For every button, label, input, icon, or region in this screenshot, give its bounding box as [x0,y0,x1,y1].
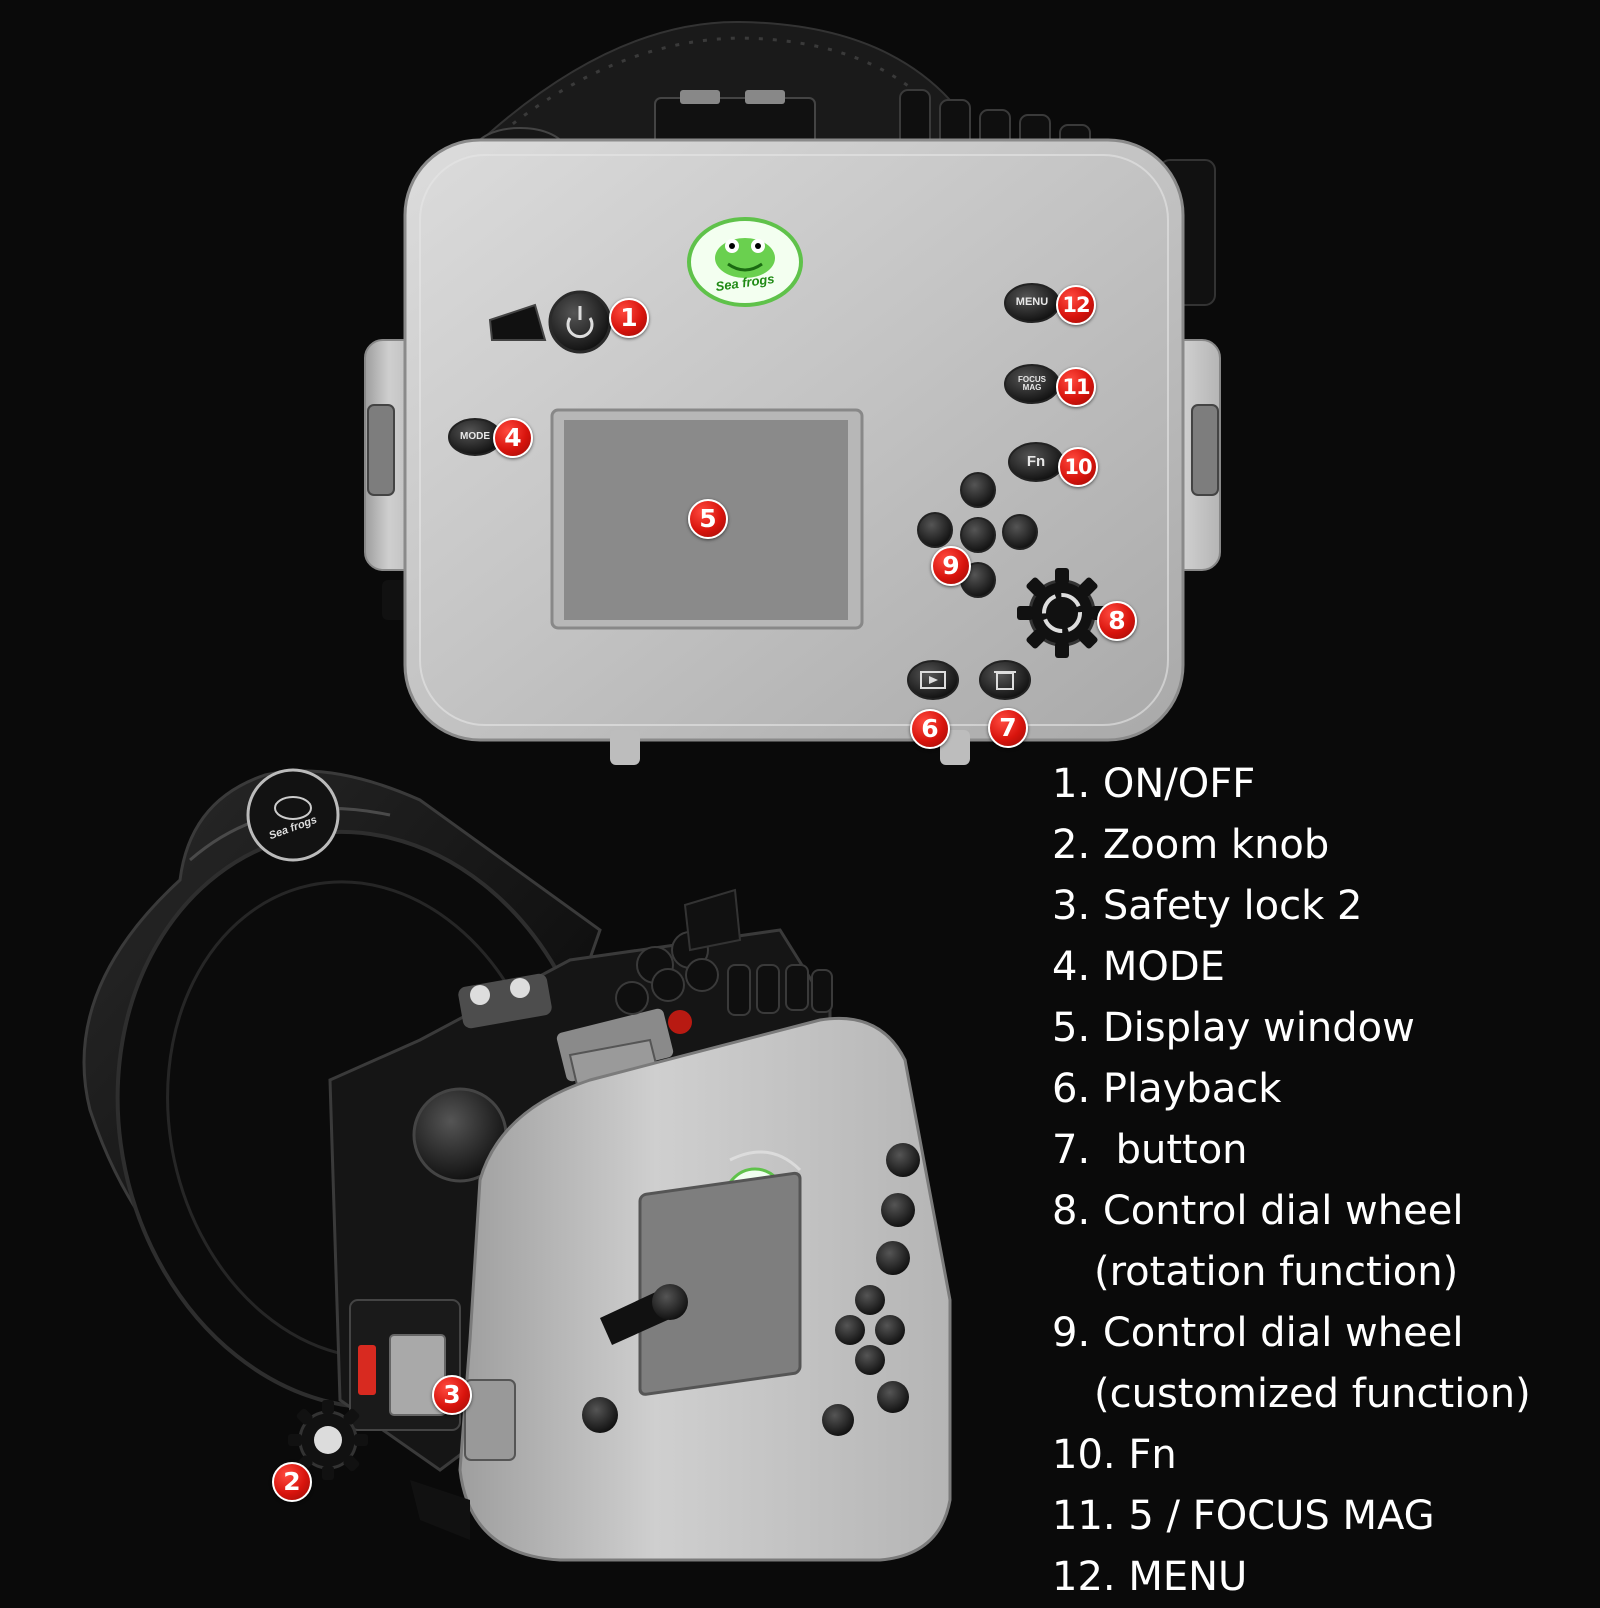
legend-item-8: 8. Control dial wheel [1052,1188,1464,1234]
legend-item-7: 7. button [1052,1127,1248,1173]
marker-3: 3 [432,1375,472,1415]
legend-item-5: 5. Display window [1052,1005,1415,1051]
housing-angled-view [82,768,952,1562]
focus-mag-button-label: FOCUS MAG [1018,375,1046,392]
marker-12: 12 [1056,285,1096,325]
legend-item-9-detail: (customized function) [1094,1371,1531,1417]
mode-button-label: MODE [460,431,490,442]
marker-8: 8 [1097,601,1137,641]
marker-10: 10 [1058,447,1098,487]
legend-item-3: 3. Safety lock 2 [1052,883,1363,929]
mode-button-angled [582,1397,618,1433]
zoom-knob-gear [288,1400,368,1480]
marker-4: 4 [493,418,533,458]
marker-1: 1 [609,298,649,338]
legend-item-10: 10. Fn [1052,1432,1177,1478]
marker-9: 9 [931,546,971,586]
display-window-angled [638,1171,802,1396]
marker-11: 11 [1056,367,1096,407]
legend-item-1: 1. ON/OFF [1052,761,1256,807]
marker-6: 6 [910,709,950,749]
control-dial-gear [1017,568,1107,658]
legend-item-2: 2. Zoom knob [1052,822,1330,868]
menu-button-label: MENU [1015,296,1049,308]
dome-logo-ring [246,768,340,862]
power-knob [548,290,612,354]
legend-item-11: 11. 5 / FOCUS MAG [1052,1493,1435,1539]
power-lever [488,303,547,341]
legend-item-12: 12. MENU [1052,1554,1248,1600]
marker-7: 7 [988,708,1028,748]
legend-item-9: 9. Control dial wheel [1052,1310,1464,1356]
legend-item-4: 4. MODE [1052,944,1225,990]
marker-5: 5 [688,499,728,539]
fn-button-label: Fn [1026,453,1046,470]
delete-button [979,660,1031,700]
feature-legend: 1. ON/OFF 2. Zoom knob 3. Safety lock 2 … [1052,754,1592,1608]
marker-2: 2 [272,1462,312,1502]
legend-item-8-detail: (rotation function) [1094,1249,1459,1295]
legend-item-6: 6. Playback [1052,1066,1282,1112]
